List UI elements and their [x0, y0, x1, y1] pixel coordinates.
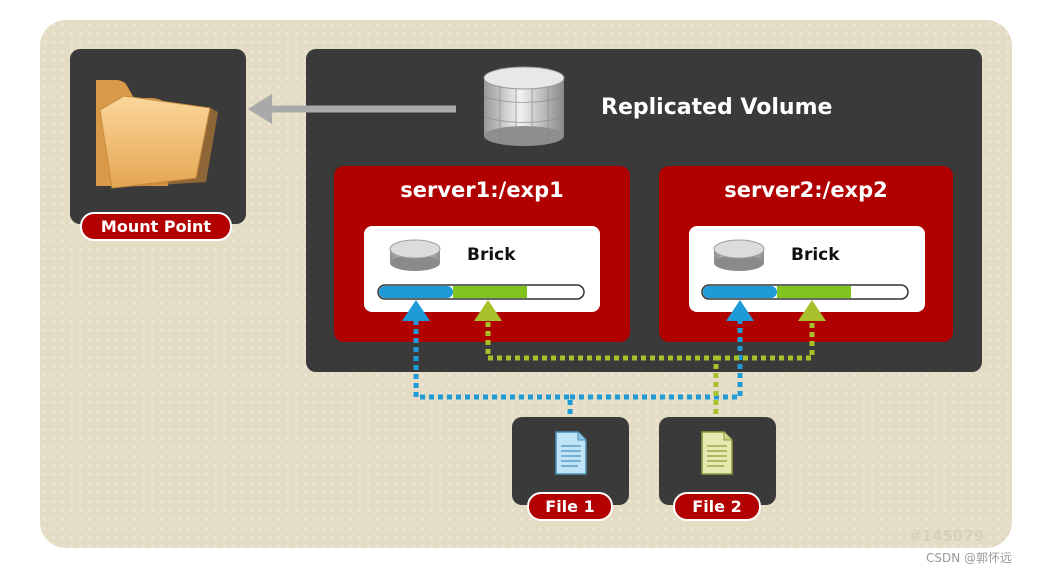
image-id-watermark: #145079: [909, 527, 985, 545]
server2-brick-card: [689, 226, 925, 312]
mount-point-panel: [70, 49, 246, 224]
volume-title: Replicated Volume: [601, 95, 833, 120]
server2-brick-label: Brick: [791, 245, 840, 265]
file1-label: File 1: [527, 492, 613, 521]
server1-brick-label: Brick: [467, 245, 516, 265]
server1-brick-card: [364, 226, 600, 312]
mount-point-label: Mount Point: [80, 212, 232, 241]
server2-title: server2:/exp2: [724, 178, 888, 202]
file2-label: File 2: [673, 492, 761, 521]
csdn-credit: CSDN @郭怀远: [926, 551, 1013, 565]
server1-title: server1:/exp1: [400, 178, 564, 202]
